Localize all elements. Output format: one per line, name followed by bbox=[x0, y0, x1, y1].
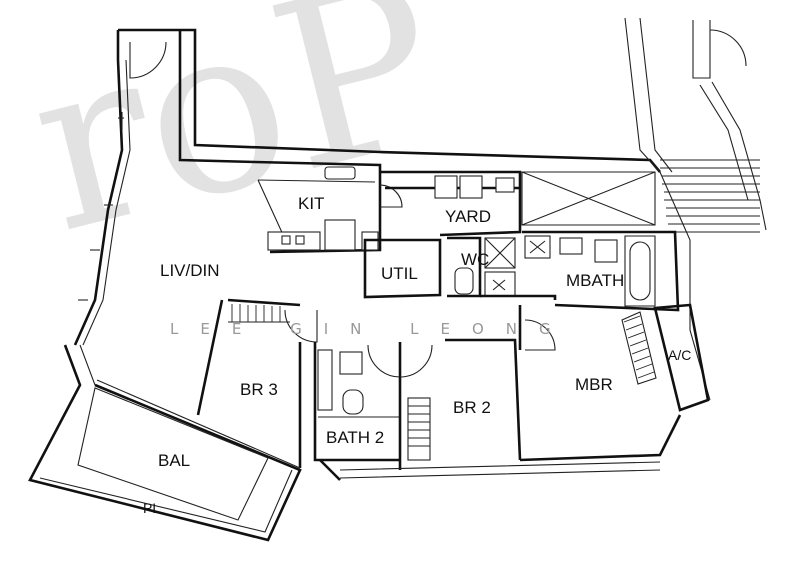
kitchen bbox=[254, 160, 403, 254]
util-wc-block bbox=[363, 236, 557, 300]
watermark-large: roP bbox=[9, 0, 465, 285]
balcony bbox=[28, 344, 302, 542]
label-br2: BR 2 bbox=[453, 398, 491, 417]
label-mbr: MBR bbox=[575, 375, 613, 394]
bedroom-3 bbox=[196, 298, 318, 468]
label-pl: PL bbox=[143, 500, 160, 516]
master-bedroom bbox=[319, 305, 682, 481]
label-wc: WC bbox=[461, 250, 489, 269]
bedroom-2 bbox=[399, 338, 522, 461]
outer-walls bbox=[73, 17, 767, 401]
label-kit: KIT bbox=[298, 194, 324, 213]
label-liv-din: LIV/DIN bbox=[160, 261, 220, 280]
label-br3: BR 3 bbox=[240, 380, 278, 399]
label-util: UTIL bbox=[381, 264, 418, 283]
label-bal: BAL bbox=[158, 451, 190, 470]
ac-ledge bbox=[621, 303, 710, 412]
label-yard: YARD bbox=[445, 207, 491, 226]
yard bbox=[380, 170, 656, 237]
label-bath2: BATH 2 bbox=[326, 428, 384, 447]
watermark-line: LEE GIN LEONG bbox=[170, 320, 573, 338]
label-ac: A/C bbox=[668, 347, 691, 363]
master-bath bbox=[522, 230, 680, 312]
bath-2 bbox=[313, 342, 402, 470]
label-mbath: MBATH bbox=[566, 271, 624, 290]
